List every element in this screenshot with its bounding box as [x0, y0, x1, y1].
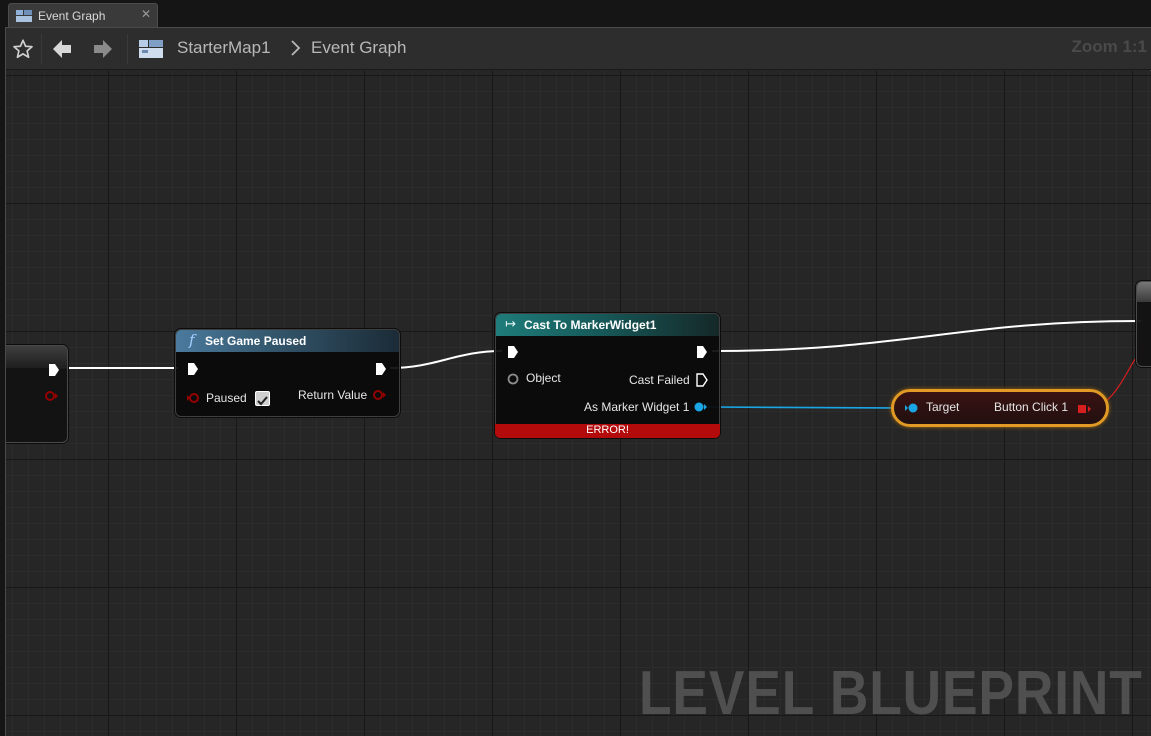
tab-label: Event Graph	[38, 9, 106, 23]
back-arrow-icon	[53, 40, 71, 58]
node-header: ↦ Cast To MarkerWidget1	[496, 314, 719, 336]
as-marker-widget-label: As Marker Widget 1	[584, 400, 690, 414]
object-wire	[707, 406, 912, 409]
checkbox-check-icon	[257, 396, 268, 406]
cast-failed-label: Cast Failed	[629, 373, 690, 387]
exec-out-pin[interactable]	[48, 363, 60, 377]
return-value-label: Return Value	[298, 388, 368, 402]
node-header: f Set Game Paused	[176, 330, 399, 352]
button-click-label: Button Click 1	[994, 400, 1069, 414]
error-text: ERROR!	[586, 424, 629, 436]
toolbar-divider	[127, 34, 128, 64]
tab-event-graph[interactable]: Event Graph ✕	[8, 3, 158, 28]
graph-canvas[interactable]: f Set Game Paused Paused	[6, 71, 1151, 736]
close-icon[interactable]: ✕	[140, 7, 151, 21]
forward-button[interactable]	[90, 36, 116, 62]
object-out-pin[interactable]	[694, 401, 708, 413]
graph-editor-panel: StarterMap1 Event Graph Zoom 1:1	[5, 27, 1151, 736]
node-header	[6, 346, 67, 368]
node-title: Set Game Paused	[205, 334, 307, 348]
partial-node-right[interactable]	[1136, 281, 1151, 367]
breadcrumb-level[interactable]: StarterMap1	[177, 38, 271, 57]
exec-in-pin[interactable]	[187, 362, 199, 376]
target-label: Target	[926, 400, 960, 414]
delegate-out-pin[interactable]	[1077, 403, 1093, 415]
graph-toolbar: StarterMap1 Event Graph Zoom 1:1	[6, 28, 1151, 70]
exec-out-pin[interactable]	[375, 362, 387, 376]
set-game-paused-node[interactable]: f Set Game Paused Paused	[175, 329, 400, 417]
paused-checkbox[interactable]	[255, 391, 270, 406]
tab-strip: Event Graph ✕	[0, 0, 1151, 28]
function-icon: f	[189, 331, 195, 349]
object-label: Object	[526, 371, 561, 385]
error-banner: ERROR!	[495, 424, 720, 438]
exec-in-pin[interactable]	[507, 345, 519, 359]
node-header	[1137, 282, 1151, 302]
zoom-indicator: Zoom 1:1	[1071, 37, 1147, 56]
forward-arrow-icon	[94, 40, 112, 58]
breadcrumb-graph[interactable]: Event Graph	[311, 38, 407, 57]
paused-label: Paused	[206, 391, 247, 405]
level-blueprint-watermark: LEVEL BLUEPRINT	[639, 659, 1143, 728]
object-in-pin[interactable]	[904, 402, 920, 414]
favorite-button[interactable]	[10, 36, 36, 62]
object-in-pin[interactable]	[506, 373, 520, 385]
exec-wire	[711, 320, 1142, 352]
partial-node-left[interactable]	[6, 345, 68, 443]
node-title: Cast To MarkerWidget1	[524, 318, 657, 332]
button-click-getter-node[interactable]: Target Button Click 1	[891, 389, 1109, 427]
bool-out-pin[interactable]	[45, 390, 59, 402]
chevron-right-icon	[291, 40, 301, 56]
level-blueprint-icon	[139, 40, 163, 58]
blueprint-tab-icon	[16, 10, 32, 22]
star-icon	[13, 39, 33, 59]
exec-out-pin[interactable]	[696, 373, 708, 387]
cast-to-markerwidget-node[interactable]: ↦ Cast To MarkerWidget1 Object Cast Fail…	[495, 313, 720, 438]
exec-wire	[389, 350, 503, 369]
cast-icon: ↦	[505, 317, 516, 332]
bool-out-pin[interactable]	[373, 389, 387, 401]
toolbar-divider	[41, 34, 42, 64]
back-button[interactable]	[49, 36, 75, 62]
bool-in-pin[interactable]	[186, 392, 200, 404]
exec-out-pin[interactable]	[696, 345, 708, 359]
